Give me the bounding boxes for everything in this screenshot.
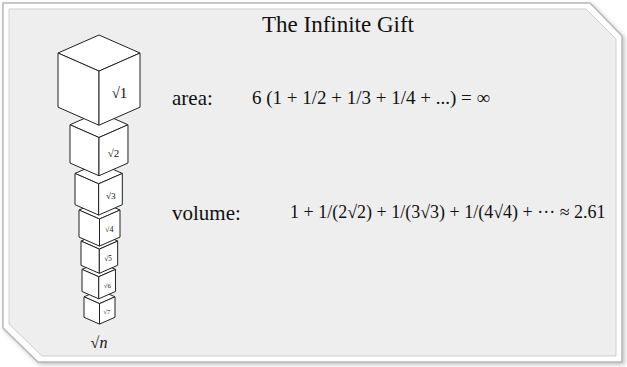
cube-label-box: √3 — [106, 192, 116, 201]
cube-index-label: √n — [91, 334, 108, 351]
cube-label: √4 — [105, 225, 113, 234]
cube-right-face — [99, 269, 116, 298]
cube-left-face — [82, 269, 99, 298]
cube-label-box: √1 — [112, 86, 128, 101]
cube-label-box: √6 — [104, 283, 111, 290]
volume-label: volume: — [172, 201, 241, 225]
card-border — [3, 3, 622, 362]
cube-outline — [58, 35, 140, 125]
card-ground — [9, 9, 616, 356]
title: The Infinite Gift — [262, 12, 414, 37]
area-formula-box: 6 (1 + 1/2 + 1/3 + 1/4 + ...) = ∞ — [252, 87, 490, 109]
cube-left-face — [70, 125, 99, 176]
cube-right-face — [99, 173, 123, 215]
area-formula: 6 (1 + 1/2 + 1/3 + 1/4 + ...) = ∞ — [252, 87, 490, 108]
cube-index-label-box: √n — [91, 334, 108, 352]
area-label-box: area: — [172, 86, 213, 111]
cube-label-box: √2 — [108, 148, 120, 159]
cube-label: √1 — [112, 85, 128, 101]
cube-right-face — [99, 53, 140, 125]
cube-left-face — [75, 173, 99, 215]
cube-label-box: √7 — [103, 309, 110, 315]
cube-right-face — [99, 125, 128, 176]
volume-formula-box: 1 + 1/(2√2) + 1/(3√3) + 1/(4√4) + ··· ≈ … — [290, 202, 606, 223]
cube-label: √3 — [106, 191, 116, 201]
volume-label-box: volume: — [172, 201, 241, 226]
cube-label-box: √5 — [104, 256, 112, 263]
cube-label: √2 — [108, 147, 120, 159]
volume-formula: 1 + 1/(2√2) + 1/(3√3) + 1/(4√4) + ··· ≈ … — [290, 202, 606, 222]
cube-label-box: √4 — [105, 226, 113, 234]
cube-label: √7 — [103, 308, 110, 315]
cube-label: √5 — [104, 255, 112, 263]
cube-right-face — [99, 297, 114, 324]
area-label: area: — [172, 86, 213, 110]
cube-label: √6 — [104, 282, 111, 289]
cube-left-face — [58, 53, 99, 125]
cube: √1 — [58, 35, 140, 125]
cube-left-face — [84, 297, 99, 324]
title-box: The Infinite Gift — [262, 12, 414, 38]
